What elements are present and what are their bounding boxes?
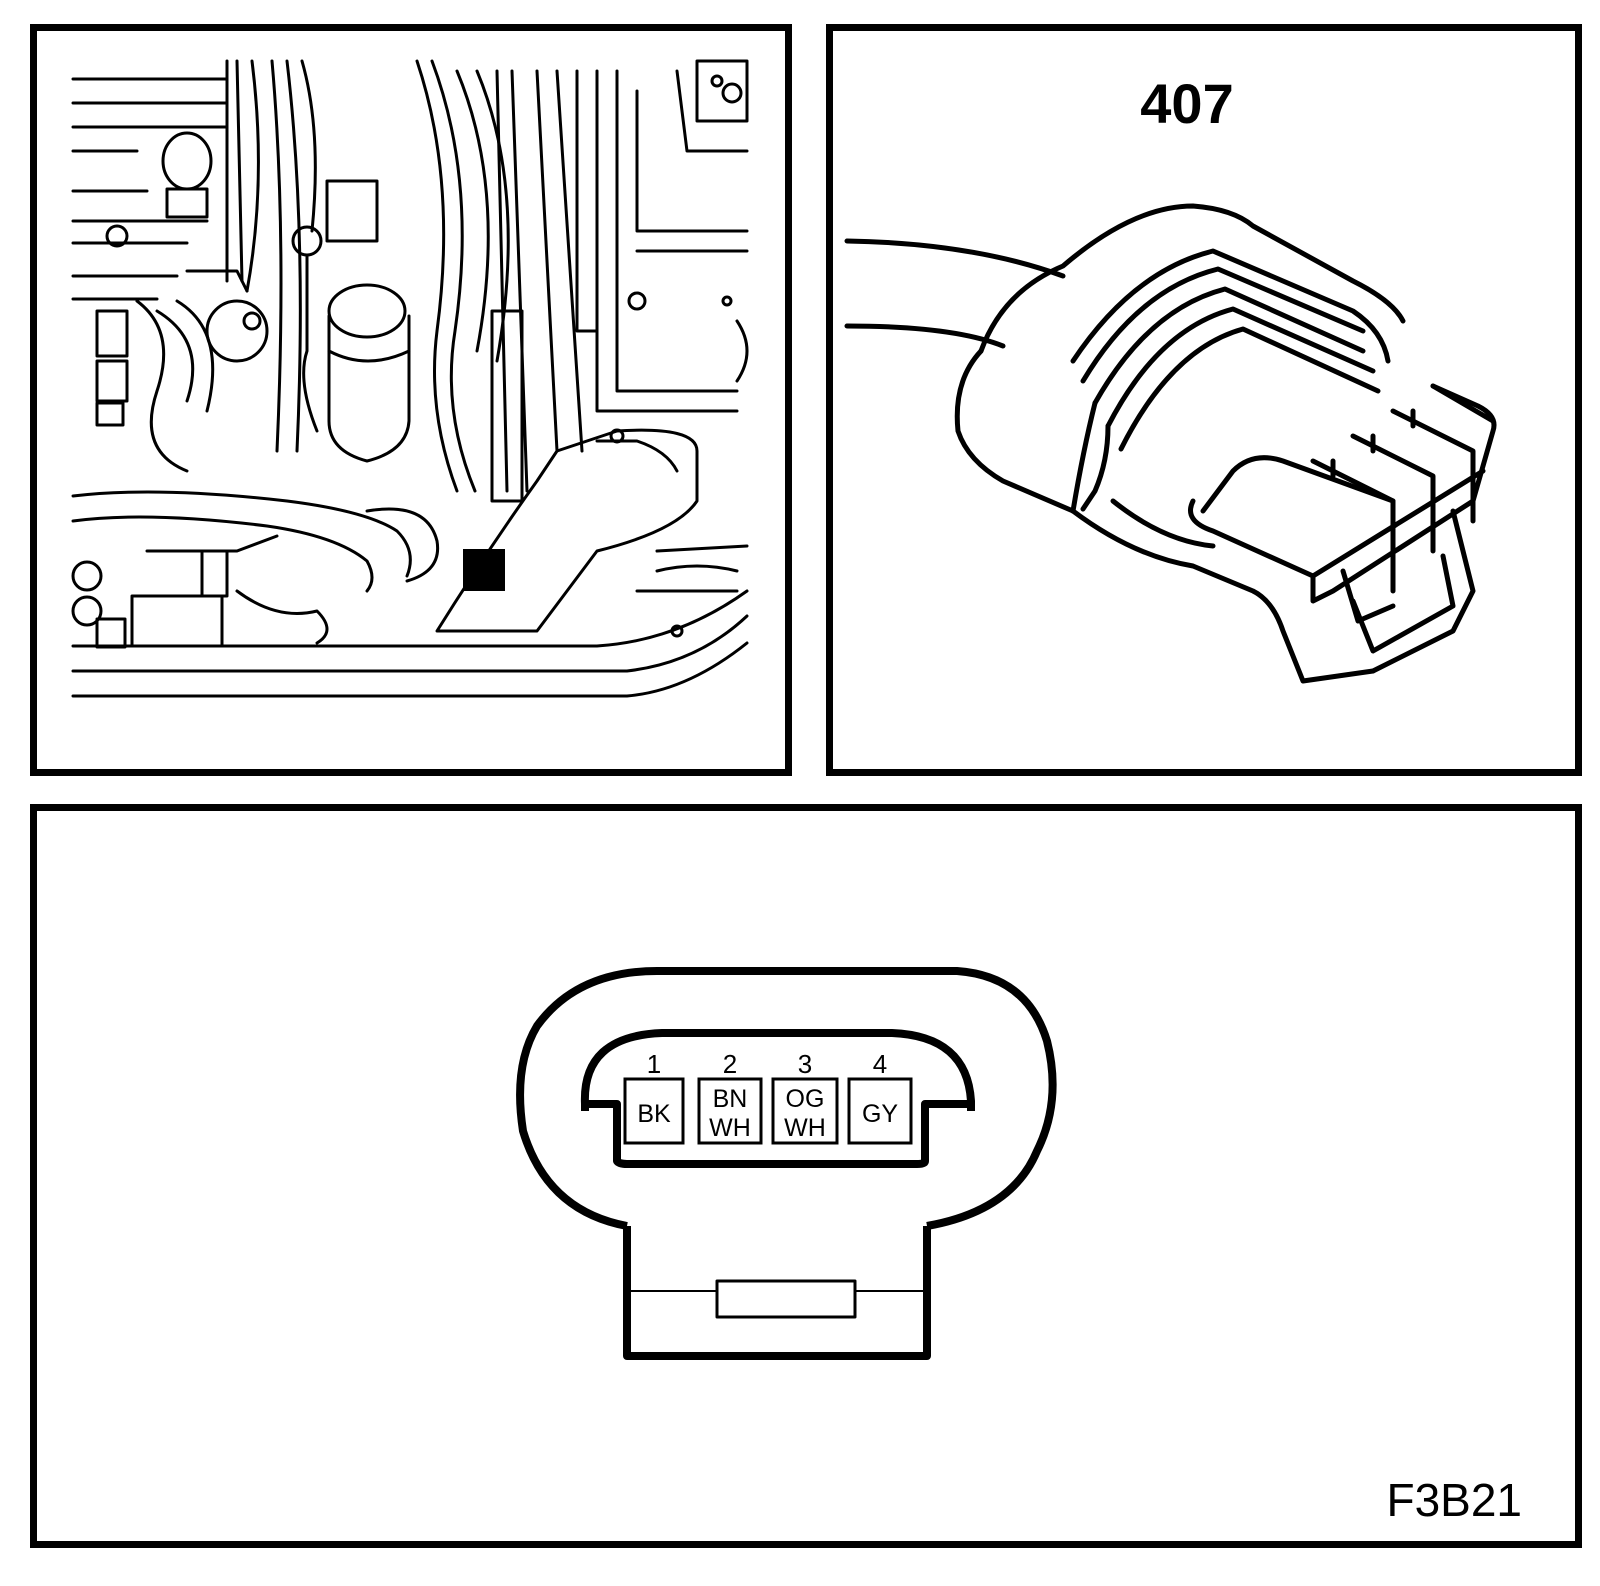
- engine-bay-drawing: [71, 59, 749, 698]
- pin-1-cavity: [623, 1077, 685, 1145]
- connector-view-panel: 407: [826, 24, 1582, 776]
- connector-drawing: 407: [844, 72, 1497, 684]
- latch-slot: [715, 1279, 857, 1319]
- connector-housing-outline: [516, 967, 1057, 1230]
- pin-2-cavity: [697, 1077, 763, 1145]
- pin-3-cavity: [771, 1077, 839, 1145]
- figure-code: F3B21: [1386, 1474, 1522, 1526]
- pin-2-number: 2: [723, 1049, 737, 1079]
- pin-4-wire-color: GY: [862, 1100, 898, 1128]
- pin-3-wire-color-1: OG: [786, 1085, 825, 1113]
- pin-2-wire-color-2: WH: [709, 1114, 751, 1142]
- pin-3-number: 3: [798, 1049, 812, 1079]
- pinout-panel: 1 2 3 4 BK BN WH OG WH GY F3B21: [30, 804, 1582, 1548]
- pin-4-number: 4: [873, 1049, 887, 1079]
- connector-location-marker: [463, 549, 505, 591]
- latch-tab: [623, 1226, 931, 1360]
- engine-bay-location-panel: [30, 24, 792, 776]
- pin-2-wire-color-1: BN: [713, 1085, 748, 1113]
- pin-4-cavity: [847, 1077, 913, 1145]
- pin-3-wire-color-2: WH: [784, 1114, 826, 1142]
- pin-1-wire-color: BK: [637, 1100, 671, 1128]
- pin-1-number: 1: [647, 1049, 661, 1079]
- connector-number: 407: [1140, 72, 1233, 135]
- connector-face-drawing: 1 2 3 4 BK BN WH OG WH GY F3B21: [516, 967, 1522, 1526]
